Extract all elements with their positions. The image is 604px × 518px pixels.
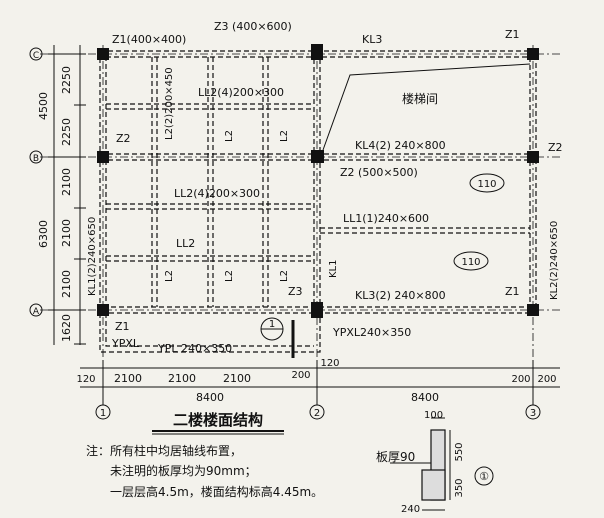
label-l2-vert-top: L2(2)200×450 xyxy=(164,67,175,140)
label-slab1: 110 xyxy=(477,179,496,190)
dim-left-6300: 6300 xyxy=(37,220,50,248)
section-dim-550: 550 xyxy=(454,442,465,461)
dim-bottom-2100-c: 2100 xyxy=(223,372,251,385)
dim-bottom-120-left: 120 xyxy=(76,374,95,385)
grid-lines xyxy=(40,45,560,400)
label-kl2-right: KL2(2)240×650 xyxy=(549,221,560,300)
label-ypl: YPL 240×350 xyxy=(157,342,232,355)
drawing-title: 二楼楼面结构 xyxy=(173,411,263,429)
dim-left-2250-upper: 2250 xyxy=(60,66,73,94)
label-l2-e: L2 xyxy=(279,270,290,282)
slab-tag-1 xyxy=(469,173,505,193)
label-z1-topright: Z1 xyxy=(505,28,520,41)
section-dim-240: 240 xyxy=(401,504,420,515)
label-stair: 楼梯间 xyxy=(402,91,438,106)
label-z3-bottom: Z3 xyxy=(288,285,303,298)
dimension-lines xyxy=(48,45,560,405)
section-detail xyxy=(390,417,451,511)
label-kl1-mid: KL1 xyxy=(328,260,339,279)
dim-left-4500: 4500 xyxy=(37,92,50,120)
label-l2-a: L2 xyxy=(224,130,235,142)
label-section-ref: 1 xyxy=(269,319,275,330)
dim-left-2100-b: 2100 xyxy=(60,219,73,247)
dim-bottom-2100-b: 2100 xyxy=(168,372,196,385)
dim-left-2100-c: 2100 xyxy=(60,270,73,298)
dim-bottom-120-mid: 120 xyxy=(320,358,339,369)
label-z1-bottomright: Z1 xyxy=(505,285,520,298)
axis-label-c: C xyxy=(33,51,39,61)
beams xyxy=(99,50,537,353)
label-z3-top: Z3 (400×600) xyxy=(214,20,292,33)
label-z2-right: Z2 xyxy=(548,141,563,154)
axis-label-b: B xyxy=(33,154,39,164)
axis-label-a: A xyxy=(33,307,40,317)
label-kl3-top: KL3 xyxy=(362,33,382,46)
label-l2-c: L2 xyxy=(164,270,175,282)
section-slab: 板厚90 xyxy=(376,450,415,464)
dim-left-2100-a: 2100 xyxy=(60,168,73,196)
axis-label-1: 1 xyxy=(100,408,106,419)
label-slab2: 110 xyxy=(461,257,480,268)
dim-bottom-200-mid: 200 xyxy=(291,370,310,381)
dim-bottom-200-r1: 200 xyxy=(511,374,530,385)
section-dim-100: 100 xyxy=(424,410,443,421)
columns xyxy=(97,44,539,318)
axis-label-3: 3 xyxy=(530,408,536,419)
label-ypxl-right: YPXL240×350 xyxy=(332,326,411,339)
section-ref: ① xyxy=(479,470,489,483)
note-line-1: 注：所有柱中均居轴线布置， xyxy=(86,443,242,458)
label-z2-left: Z2 xyxy=(116,132,131,145)
dim-bottom-8400-left: 8400 xyxy=(196,391,224,404)
label-ypxl-left: YPXL xyxy=(111,337,140,350)
stair-outline xyxy=(322,63,531,151)
dim-bottom-200-r2: 200 xyxy=(537,374,556,385)
label-l2-b: L2 xyxy=(279,130,290,142)
label-kl4: KL4(2) 240×800 xyxy=(355,139,446,152)
section-dim-350: 350 xyxy=(454,478,465,497)
label-kl1-left: KL1(2)240×650 xyxy=(87,217,98,296)
dim-left-2250-lower: 2250 xyxy=(60,118,73,146)
label-z1-bottomleft: Z1 xyxy=(115,320,130,333)
dim-left-1620: 1620 xyxy=(60,314,73,342)
dim-bottom-8400-right: 8400 xyxy=(411,391,439,404)
dim-bottom-2100-a: 2100 xyxy=(114,372,142,385)
slab-tag-2 xyxy=(453,251,489,271)
section-ref-badge xyxy=(474,466,494,486)
label-ll2-4-top: LL2(4)200×300 xyxy=(198,86,284,99)
axis-label-2: 2 xyxy=(314,408,320,419)
note-line-3: 一层层高4.5m，楼面结构标高4.45m。 xyxy=(110,484,323,499)
label-kl3-bottom: KL3(2) 240×800 xyxy=(355,289,446,302)
label-l2-d: L2 xyxy=(224,270,235,282)
note-line-2: 未注明的板厚均为90mm； xyxy=(110,463,257,478)
label-ll2-4-mid: LL2(4)200×300 xyxy=(174,187,260,200)
label-ll1: LL1(1)240×600 xyxy=(343,212,429,225)
label-z2-center: Z2 (500×500) xyxy=(340,166,418,179)
label-ll2: LL2 xyxy=(176,237,195,250)
label-z1-top: Z1(400×400) xyxy=(112,33,186,46)
